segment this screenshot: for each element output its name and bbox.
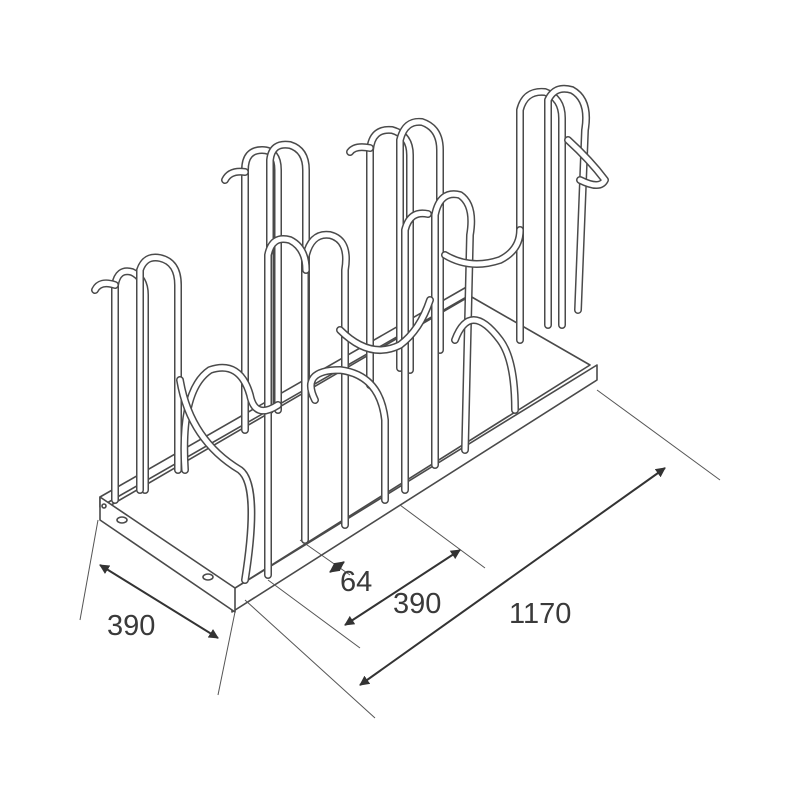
dimension-lines [79, 389, 721, 719]
extension-line [596, 389, 721, 481]
tube-fill [112, 268, 148, 503]
extension-line [399, 504, 486, 569]
tube-outline [516, 87, 566, 344]
tube-fill [565, 137, 608, 188]
tube-fill [545, 86, 589, 328]
tube-fill [222, 169, 248, 183]
dimension-arrow-depth [99, 564, 219, 639]
tube-fill [177, 377, 254, 583]
extension-line [244, 599, 376, 719]
mount-hole [101, 503, 107, 509]
tube-fill [337, 297, 433, 353]
tube-fill [432, 191, 474, 468]
tube-fill [267, 142, 309, 413]
slot-spacing-label: 390 [393, 588, 442, 620]
tube-fill [347, 144, 373, 155]
tube-fill [308, 367, 388, 503]
mount-hole [202, 573, 214, 581]
dimension-arrow-spacing [329, 561, 345, 573]
tube-fill [242, 147, 281, 433]
tube-fill [137, 255, 181, 493]
tube-fill [367, 127, 413, 388]
tube-fill [442, 227, 523, 267]
tube-fill [92, 280, 118, 293]
extension-line [267, 579, 361, 649]
tube-fill [452, 317, 518, 413]
tube-fill [265, 236, 309, 578]
dimension-arrow-length [359, 467, 666, 686]
tube-fill [402, 210, 431, 493]
tube-fill [517, 89, 565, 343]
mount-hole [116, 516, 128, 524]
tube-fill [397, 119, 443, 371]
tube-spacing-label: 64 [340, 566, 373, 598]
depth-label: 390 [107, 610, 156, 642]
extension-line [79, 519, 99, 621]
tube-fill [302, 232, 349, 543]
extension-line [217, 611, 236, 696]
hoops [91, 84, 609, 584]
total-length-label: 1170 [509, 598, 572, 630]
